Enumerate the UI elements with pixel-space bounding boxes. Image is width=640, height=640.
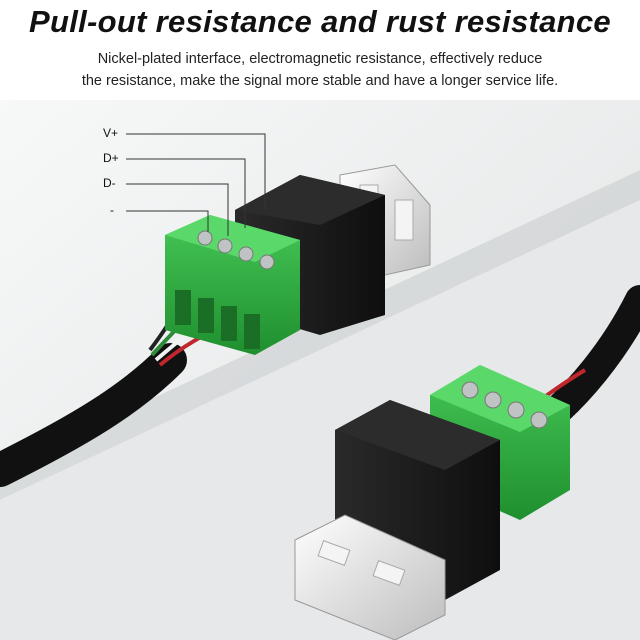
- lower-usb-port: [294, 514, 446, 640]
- page-title: Pull-out resistance and rust resistance: [29, 4, 611, 39]
- pin-label-vplus: V+: [103, 126, 119, 140]
- pin-label-gnd: -: [110, 203, 114, 217]
- subtitle-line-1: Nickel-plated interface, electromagnetic…: [97, 51, 543, 67]
- page-subtitle: Nickel-plated interface, electromagnetic…: [20, 48, 620, 92]
- upper-green-terminal: [165, 215, 300, 355]
- upper-cable: [0, 343, 187, 487]
- pin-label-dplus: D+: [103, 151, 119, 165]
- pin-label-dminus: D-: [103, 176, 116, 190]
- pin-leader-lines: [126, 133, 266, 236]
- subtitle-line-2: the resistance, make the signal more sta…: [81, 73, 559, 89]
